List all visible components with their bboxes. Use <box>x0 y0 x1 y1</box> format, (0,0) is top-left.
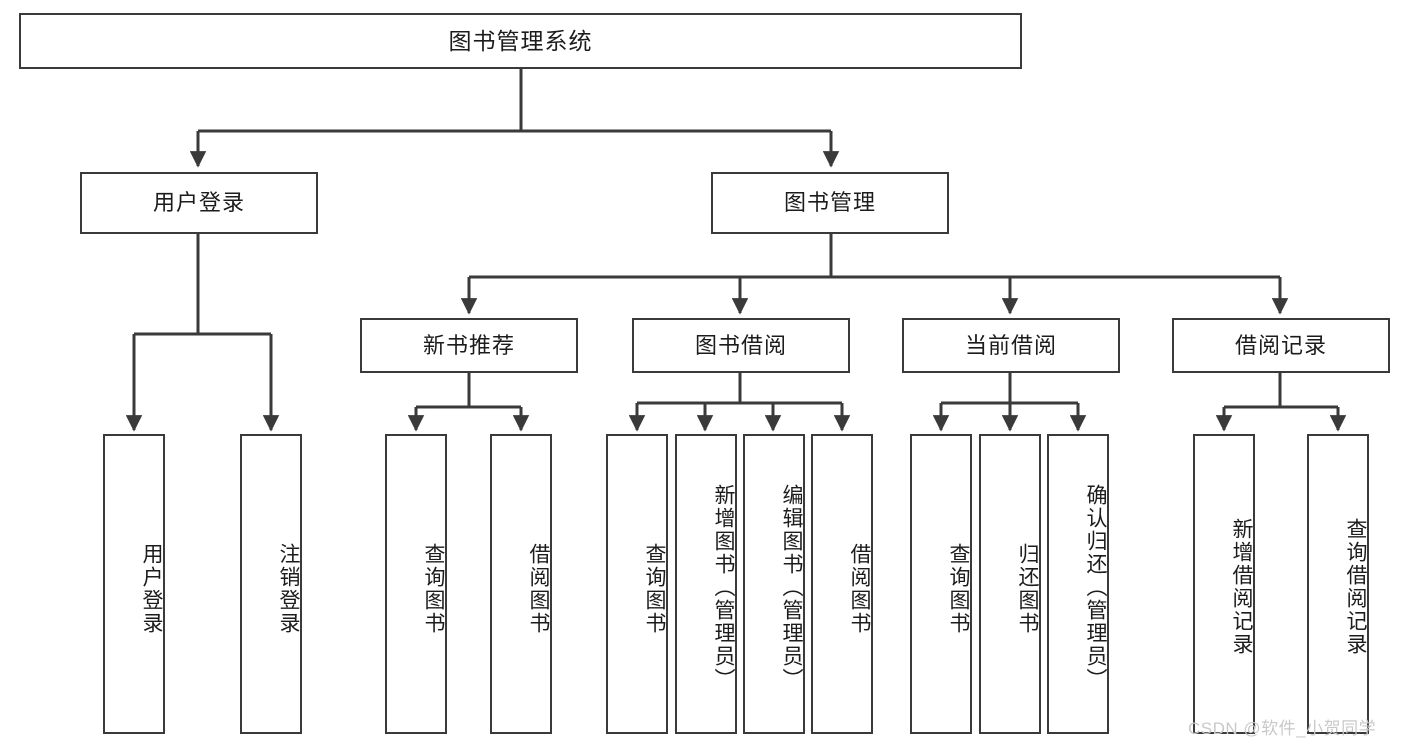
leaf-query-book-borrow[interactable]: 查询图书 <box>606 434 668 734</box>
node-label: 图书借阅 <box>694 332 787 358</box>
leaf-return-book[interactable]: 归还图书 <box>979 434 1041 734</box>
node-label: 确认归还（管理员） <box>1084 483 1107 691</box>
leaf-confirm-return-admin[interactable]: 确认归还（管理员） <box>1047 434 1109 734</box>
node-label: 借阅图书 <box>848 543 871 635</box>
leaf-add-borrow-record[interactable]: 新增借阅记录 <box>1193 434 1255 734</box>
node-label: 新增图书（管理员） <box>712 483 735 691</box>
node-label: 新书推荐 <box>422 332 515 358</box>
node-label: 图书管理 <box>783 190 876 216</box>
node-root-system[interactable]: 图书管理系统 <box>19 13 1022 69</box>
leaf-query-book-recommend[interactable]: 查询图书 <box>385 434 447 734</box>
node-label: 查询图书 <box>643 543 666 635</box>
node-user-login[interactable]: 用户登录 <box>80 172 318 234</box>
node-label: 图书管理系统 <box>448 27 593 54</box>
node-label: 用户登录 <box>140 543 163 635</box>
node-label: 查询图书 <box>422 543 445 635</box>
node-label: 编辑图书（管理员） <box>780 483 803 691</box>
node-book-borrow[interactable]: 图书借阅 <box>632 318 850 373</box>
node-book-management[interactable]: 图书管理 <box>711 172 949 234</box>
node-label: 借阅记录 <box>1234 332 1327 358</box>
leaf-add-book-admin[interactable]: 新增图书（管理员） <box>675 434 737 734</box>
node-label: 注销登录 <box>277 543 300 635</box>
leaf-query-book-current[interactable]: 查询图书 <box>910 434 972 734</box>
leaf-query-borrow-record[interactable]: 查询借阅记录 <box>1307 434 1369 734</box>
leaf-borrow-book-borrow[interactable]: 借阅图书 <box>811 434 873 734</box>
node-label: 查询图书 <box>947 543 970 635</box>
node-borrow-record[interactable]: 借阅记录 <box>1172 318 1390 373</box>
node-label: 用户登录 <box>152 190 245 216</box>
node-label: 归还图书 <box>1016 543 1039 635</box>
node-label: 借阅图书 <box>527 543 550 635</box>
node-label: 查询借阅记录 <box>1344 518 1367 656</box>
csdn-watermark: CSDN @软件_小贺同学 <box>1188 719 1377 738</box>
leaf-borrow-book-recommend[interactable]: 借阅图书 <box>490 434 552 734</box>
node-label: 新增借阅记录 <box>1230 518 1253 656</box>
leaf-edit-book-admin[interactable]: 编辑图书（管理员） <box>743 434 805 734</box>
node-new-book-recommend[interactable]: 新书推荐 <box>360 318 578 373</box>
leaf-user-login[interactable]: 用户登录 <box>103 434 165 734</box>
leaf-logout-login[interactable]: 注销登录 <box>240 434 302 734</box>
node-current-borrow[interactable]: 当前借阅 <box>902 318 1120 373</box>
node-label: 当前借阅 <box>964 332 1057 358</box>
